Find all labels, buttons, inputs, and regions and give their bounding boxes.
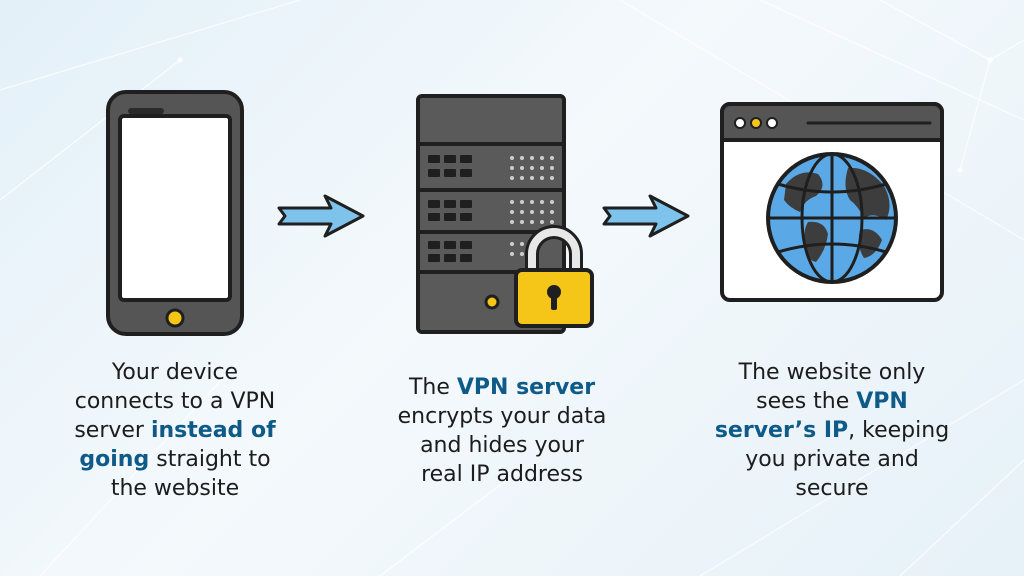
caption-line: server’s IP, keeping [697,416,967,445]
caption-line: sees the VPN [697,387,967,416]
caption-text: The website only [738,360,926,385]
highlighted-text: instead of [150,418,276,443]
server-lock-icon [416,94,594,334]
highlighted-text: VPN server [456,375,596,400]
caption-line: and hides your [367,431,637,460]
caption-line: Your device [40,358,310,387]
caption-line: secure [697,474,967,503]
caption-text: , keeping [848,418,950,443]
caption-text: encrypts your data [397,404,607,429]
caption-line: The website only [697,358,967,387]
caption-text: the website [110,476,240,501]
highlighted-text: going [79,447,150,472]
globe-icon [766,152,898,284]
caption-text: you private and [745,447,919,472]
highlighted-text: server’s IP [714,418,849,443]
caption-text: sees the [756,389,857,414]
caption-line: going straight to [40,445,310,474]
caption-line: encrypts your data [367,402,637,431]
caption-line: real IP address [367,460,637,489]
caption-text: real IP address [421,462,583,487]
arrow-right-icon [277,194,365,238]
caption-text: and hides your [420,433,584,458]
caption-text: connects to a VPN [74,389,276,414]
browser-globe-icon [720,102,944,302]
caption-text: server [74,418,151,443]
caption-text: secure [795,476,869,501]
caption-text: straight to [149,447,271,472]
caption-line: you private and [697,445,967,474]
caption-line: the website [40,474,310,503]
caption-line: connects to a VPN [40,387,310,416]
caption-text: The [408,375,457,400]
arrow-right-icon [602,194,690,238]
caption-line: The VPN server [367,373,637,402]
smartphone-icon [106,90,244,336]
caption-line: server instead of [40,416,310,445]
caption-text: Your device [111,360,239,385]
highlighted-text: VPN [856,389,908,414]
